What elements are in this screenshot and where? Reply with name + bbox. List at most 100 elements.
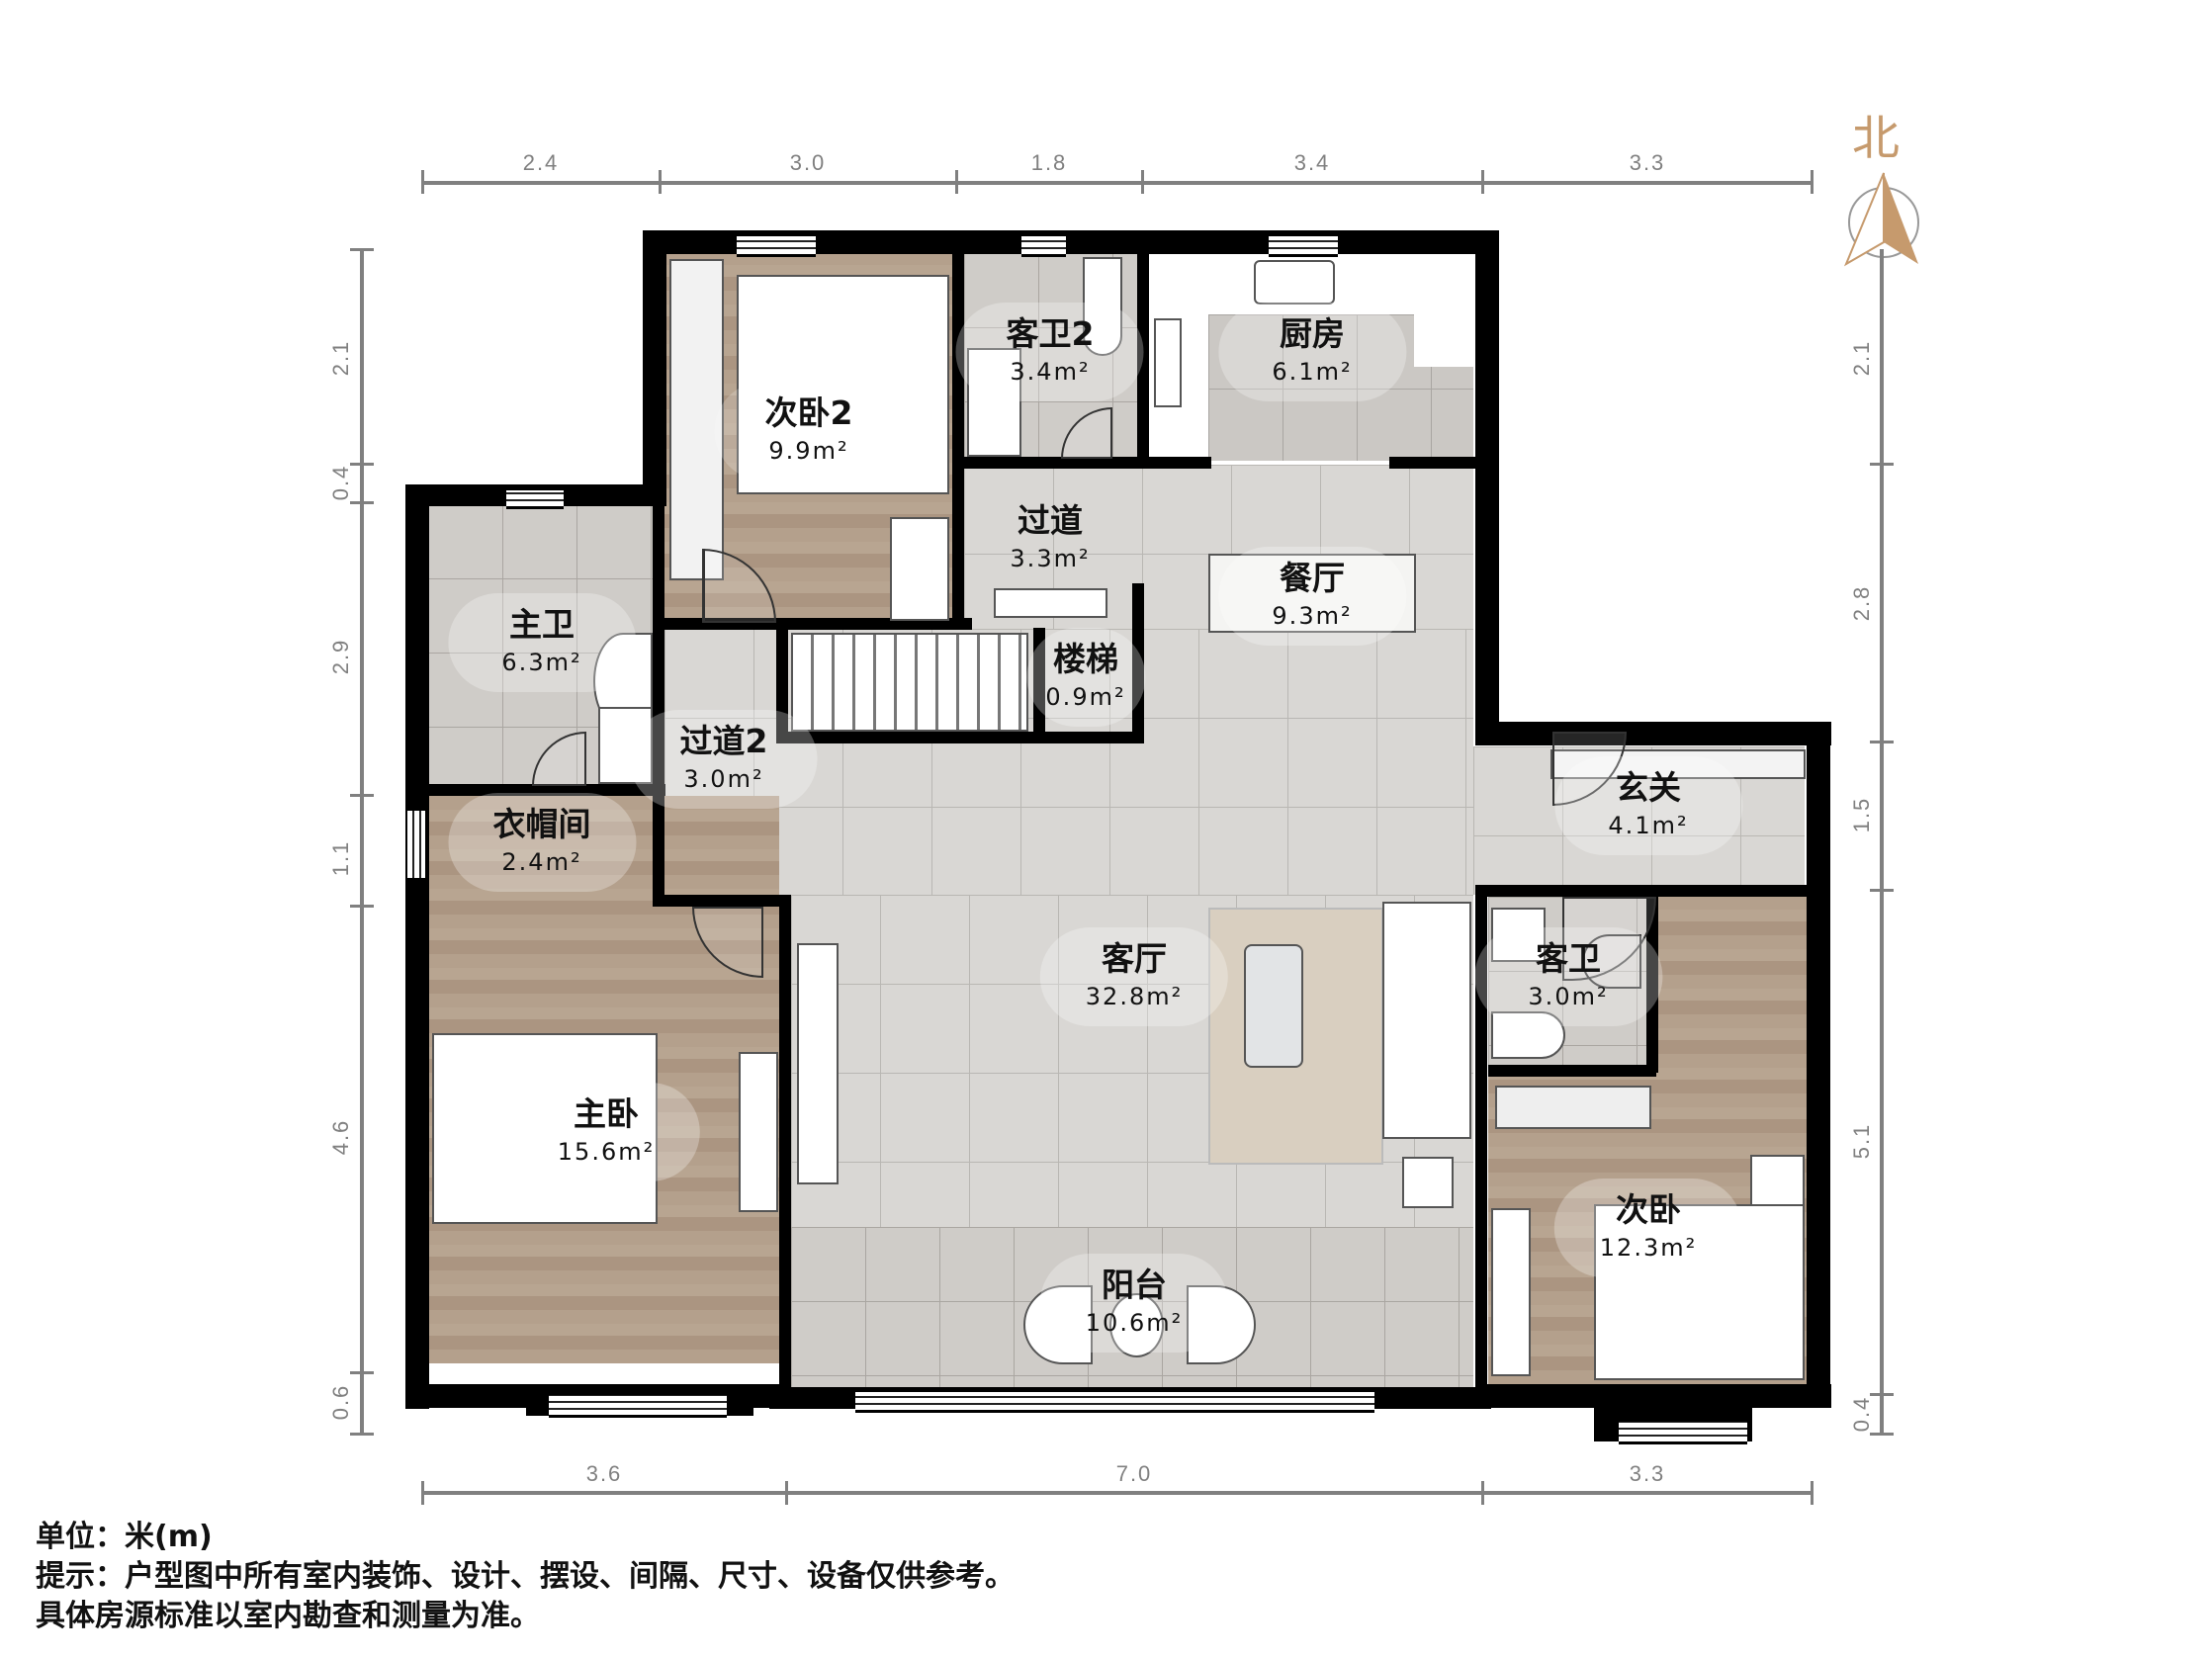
room-name: 过道 xyxy=(1017,501,1083,540)
tv-cabinet-icon xyxy=(739,1052,778,1212)
room-name: 客卫2 xyxy=(1006,314,1095,353)
room-name: 客卫 xyxy=(1535,939,1601,978)
room-area: 3.0m² xyxy=(1528,983,1609,1010)
tv-stand-icon xyxy=(1491,1208,1531,1376)
bathtub-icon xyxy=(1083,257,1122,356)
tv-stand-icon xyxy=(797,943,839,1184)
dim-top-5: 3.3 xyxy=(1629,150,1666,175)
dim-left-1: 2.1 xyxy=(328,339,353,377)
room-master-bedroom: 主卧 15.6m² xyxy=(512,1083,700,1181)
room-second-bedroom: 次卧 12.3m² xyxy=(1554,1179,1742,1277)
window xyxy=(1619,1419,1747,1444)
north-arrow-icon xyxy=(1843,172,1919,267)
window xyxy=(506,487,564,509)
room-stairs: 楼梯 0.9m² xyxy=(1025,628,1145,727)
room-name: 次卧 xyxy=(1616,1190,1681,1229)
dim-left-4: 1.1 xyxy=(328,839,353,877)
room-corridor-2: 过道2 3.0m² xyxy=(630,710,818,809)
stove-icon xyxy=(1154,318,1182,407)
room-area: 3.0m² xyxy=(683,765,764,793)
room-name: 衣帽间 xyxy=(492,805,591,843)
disclaimer-note-2: 具体房源标准以室内勘查和测量为准。 xyxy=(36,1599,540,1633)
staircase-icon xyxy=(791,633,1028,732)
chair-icon xyxy=(1187,1285,1256,1364)
dim-left-3: 2.9 xyxy=(328,638,353,675)
kitchen-sink-icon xyxy=(1254,260,1335,305)
room-area: 3.4m² xyxy=(1010,358,1091,386)
sofa-icon xyxy=(1382,902,1471,1139)
sink-icon xyxy=(1491,908,1546,962)
side-table-icon xyxy=(1402,1157,1454,1208)
window xyxy=(549,1392,727,1418)
dim-bottom-2: 7.0 xyxy=(1115,1461,1153,1486)
room-area: 9.9m² xyxy=(768,437,849,465)
room-guest-bath-2: 客卫2 3.4m² xyxy=(956,303,1144,401)
dim-right-1: 2.1 xyxy=(1849,339,1874,377)
room-area: 32.8m² xyxy=(1085,983,1184,1010)
room-area: 2.4m² xyxy=(501,848,582,876)
window xyxy=(407,811,425,878)
window xyxy=(1021,233,1066,257)
dim-top-3: 1.8 xyxy=(1030,150,1068,175)
door-icon[interactable] xyxy=(1582,934,1641,989)
dim-top-2: 3.0 xyxy=(789,150,827,175)
room-name: 主卧 xyxy=(574,1094,639,1133)
dim-right-2: 2.8 xyxy=(1849,584,1874,622)
room-name: 次卧2 xyxy=(764,393,853,432)
room-area: 3.3m² xyxy=(1010,545,1091,572)
room-living: 客厅 32.8m² xyxy=(1040,927,1228,1026)
dim-right-3: 1.5 xyxy=(1849,796,1874,833)
room-second-bedroom-2: 次卧2 9.9m² xyxy=(715,382,903,480)
window xyxy=(1269,233,1338,257)
room-dining: 餐厅 9.3m² xyxy=(1217,547,1406,646)
wardrobe-icon xyxy=(1495,1086,1651,1129)
desk-icon xyxy=(890,517,949,621)
room-area: 9.3m² xyxy=(1272,602,1353,630)
unit-note: 单位：米(m) xyxy=(36,1520,213,1554)
room-area: 6.1m² xyxy=(1272,358,1353,386)
room-area: 10.6m² xyxy=(1085,1309,1184,1337)
bed-icon xyxy=(1594,1204,1805,1380)
room-area: 15.6m² xyxy=(557,1138,656,1166)
room-balcony: 阳台 10.6m² xyxy=(1040,1254,1228,1353)
dim-bottom-1: 3.6 xyxy=(585,1461,623,1486)
wardrobe-icon xyxy=(669,259,724,580)
room-name: 餐厅 xyxy=(1279,559,1345,597)
master-bed-icon xyxy=(432,1033,658,1224)
room-area: 6.3m² xyxy=(501,649,582,676)
room-area: 4.1m² xyxy=(1608,812,1689,839)
dim-left-2: 0.4 xyxy=(328,464,353,501)
toilet-icon xyxy=(1491,1011,1565,1059)
dim-right-4: 5.1 xyxy=(1849,1122,1874,1160)
window xyxy=(855,1389,1374,1413)
room-name: 过道2 xyxy=(679,722,768,760)
room-name: 阳台 xyxy=(1102,1266,1167,1304)
room-name: 厨房 xyxy=(1279,314,1345,353)
room-master-bath: 主卫 6.3m² xyxy=(447,593,636,692)
legend-notes: 单位：米(m) 提示：户型图中所有室内装饰、设计、摆设、间隔、尺寸、设备仅供参考… xyxy=(36,1518,1015,1636)
room-guest-bath: 客卫 3.0m² xyxy=(1473,927,1662,1026)
dim-top-1: 2.4 xyxy=(522,150,560,175)
cabinet-icon xyxy=(994,588,1107,618)
dim-left-5: 4.6 xyxy=(328,1118,353,1156)
dim-top-4: 3.4 xyxy=(1293,150,1331,175)
room-area: 0.9m² xyxy=(1045,683,1126,711)
dim-bottom-3: 3.3 xyxy=(1629,1461,1666,1486)
sink-icon xyxy=(967,348,1021,457)
compass-north-label: 北 xyxy=(1852,111,1901,166)
room-corridor: 过道 3.3m² xyxy=(1010,501,1090,576)
bed-icon xyxy=(737,275,949,494)
basin-icon xyxy=(598,707,653,784)
coffee-table-icon xyxy=(1244,944,1303,1068)
room-name: 客厅 xyxy=(1102,939,1167,978)
dining-table-icon xyxy=(1208,554,1416,633)
room-entrance: 玄关 4.1m² xyxy=(1553,756,1742,855)
nightstand-icon xyxy=(1750,1155,1805,1206)
room-area: 12.3m² xyxy=(1599,1234,1698,1262)
kitchen-counter-corner xyxy=(1414,253,1473,367)
chair-icon xyxy=(1023,1285,1093,1364)
disclaimer-note: 提示：户型图中所有室内装饰、设计、摆设、间隔、尺寸、设备仅供参考。 xyxy=(36,1559,1015,1594)
room-name: 玄关 xyxy=(1615,768,1681,807)
room-kitchen: 厨房 6.1m² xyxy=(1217,303,1406,401)
round-table-icon xyxy=(1109,1293,1164,1357)
